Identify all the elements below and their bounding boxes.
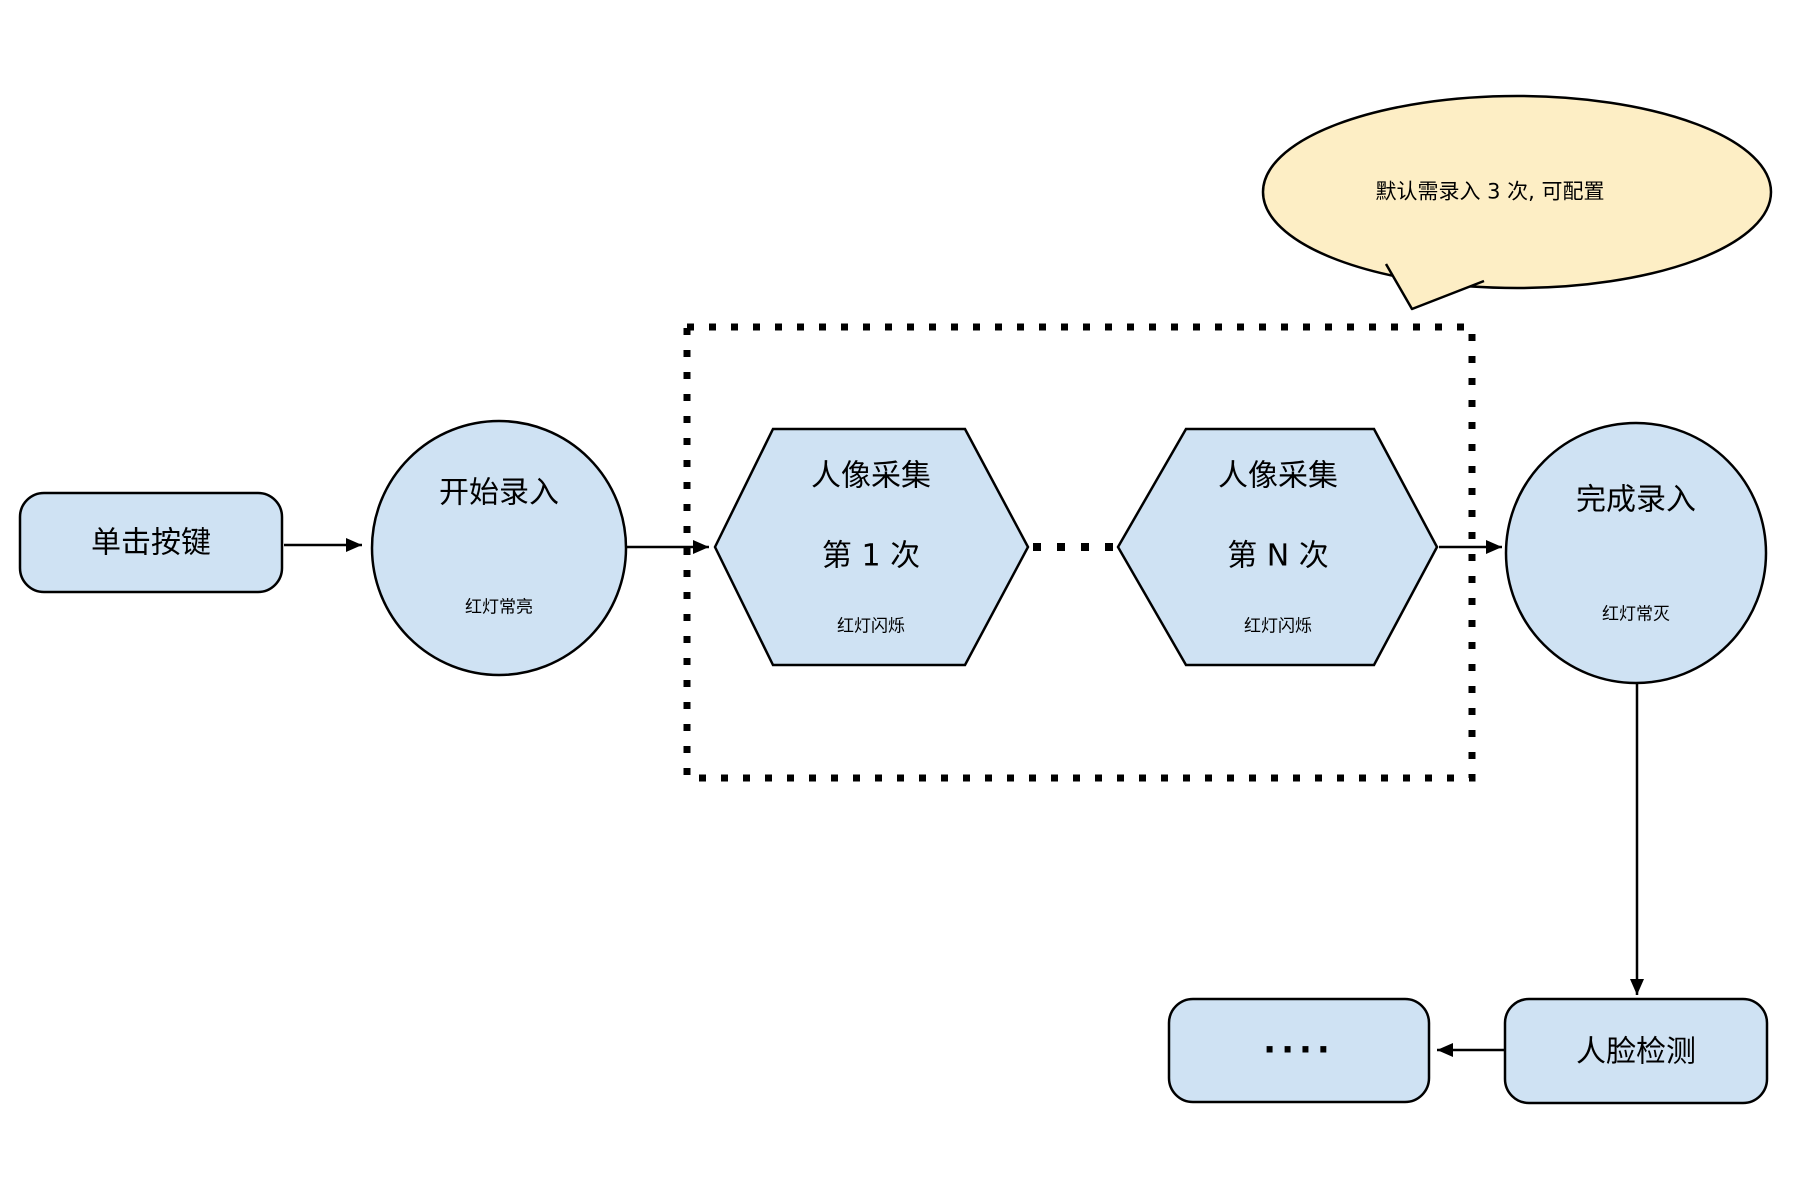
- node-face-detection-label: 人脸检测: [1576, 1034, 1696, 1070]
- capture-group-dotted-border: [683, 323, 1476, 782]
- node-start-enroll-status: 红灯常亮: [465, 597, 533, 618]
- node-click-button-label: 单击按键: [91, 525, 211, 561]
- node-capture-n-shape: [1116, 427, 1439, 667]
- node-click-button-shape: [18, 491, 284, 594]
- node-capture-1-title: 人像采集: [811, 458, 931, 494]
- node-start-enroll-shape: [370, 419, 628, 677]
- node-ellipsis-label: ....: [1263, 1021, 1335, 1062]
- callout-bubble-tail: [1384, 263, 1485, 311]
- node-finish-enroll-status: 红灯常灭: [1602, 604, 1670, 625]
- callout-bubble: [1261, 94, 1773, 290]
- node-capture-1-subtitle: 第 1 次: [821, 538, 921, 574]
- node-start-enroll-label: 开始录入: [439, 475, 559, 511]
- callout-text: 默认需录入 3 次, 可配置: [1375, 179, 1605, 204]
- node-capture-1-shape: [713, 427, 1030, 667]
- node-ellipsis-shape: [1167, 997, 1431, 1104]
- node-capture-n-title: 人像采集: [1218, 458, 1338, 494]
- node-face-detection-shape: [1503, 997, 1769, 1105]
- node-capture-n-status: 红灯闪烁: [1244, 616, 1312, 637]
- node-finish-enroll-label: 完成录入: [1576, 482, 1696, 518]
- node-capture-1-status: 红灯闪烁: [837, 616, 905, 637]
- node-finish-enroll-shape: [1504, 421, 1768, 685]
- node-capture-n-subtitle: 第 N 次: [1227, 538, 1329, 574]
